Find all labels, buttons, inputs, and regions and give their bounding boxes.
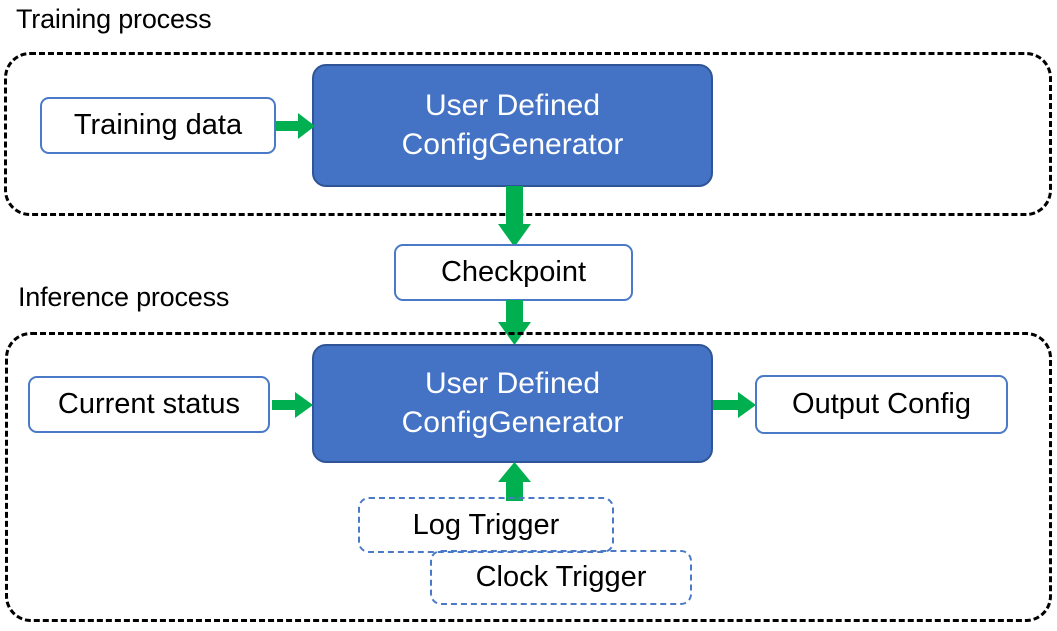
node-current-status-label: Current status	[57, 388, 241, 421]
node-inference-config-generator-line2: ConfigGenerator	[401, 405, 624, 439]
node-training-data-label: Training data	[73, 109, 243, 142]
node-inference-config-generator-line1: User Defined	[424, 367, 601, 401]
node-training-config-generator[interactable]: User Defined ConfigGenerator	[312, 64, 713, 187]
node-output-config[interactable]: Output Config	[755, 375, 1008, 434]
node-checkpoint-label: Checkpoint	[440, 256, 587, 289]
inference-process-caption: Inference process	[18, 282, 230, 312]
node-current-status[interactable]: Current status	[28, 376, 270, 433]
node-training-data[interactable]: Training data	[40, 97, 276, 154]
training-process-caption: Training process	[16, 4, 212, 34]
node-inference-config-generator[interactable]: User Defined ConfigGenerator	[312, 344, 713, 463]
node-training-config-generator-line1: User Defined	[424, 89, 601, 123]
inference-process-container	[5, 332, 1052, 622]
node-output-config-label: Output Config	[792, 388, 971, 421]
node-log-trigger-label: Log Trigger	[412, 508, 560, 541]
node-log-trigger[interactable]: Log Trigger	[358, 497, 614, 553]
node-checkpoint[interactable]: Checkpoint	[394, 244, 633, 301]
node-clock-trigger[interactable]: Clock Trigger	[430, 550, 692, 605]
node-training-config-generator-line2: ConfigGenerator	[401, 127, 624, 161]
node-clock-trigger-label: Clock Trigger	[475, 561, 647, 594]
